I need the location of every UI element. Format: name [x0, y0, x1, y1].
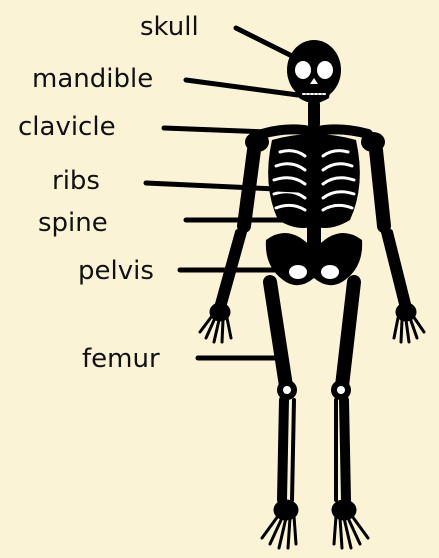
clavicle-shape	[262, 129, 368, 134]
label-ribs: ribs	[52, 166, 100, 196]
skull-leader-line	[236, 28, 290, 55]
label-pelvis: pelvis	[78, 256, 154, 286]
left-eye-socket	[295, 61, 311, 79]
right-foot	[333, 501, 368, 548]
spine-shape	[307, 150, 321, 250]
clavicle-leader-line	[164, 128, 268, 132]
right-humerus	[376, 150, 384, 226]
label-mandible: mandible	[32, 64, 153, 94]
left-tibia	[282, 400, 284, 500]
left-femur	[270, 282, 286, 386]
right-obturator	[321, 265, 339, 279]
right-femur	[342, 282, 354, 386]
right-tibia	[344, 400, 346, 500]
right-eye-socket	[317, 61, 333, 79]
left-foot	[262, 501, 297, 548]
neck-vertebrae	[308, 100, 320, 128]
right-hand	[394, 304, 424, 342]
label-femur: femur	[82, 344, 160, 374]
left-hand	[200, 304, 231, 342]
label-skull: skull	[140, 12, 199, 42]
left-obturator	[289, 265, 307, 279]
label-clavicle: clavicle	[18, 112, 116, 142]
mandible-leader-line	[186, 80, 298, 95]
label-spine: spine	[38, 208, 108, 238]
